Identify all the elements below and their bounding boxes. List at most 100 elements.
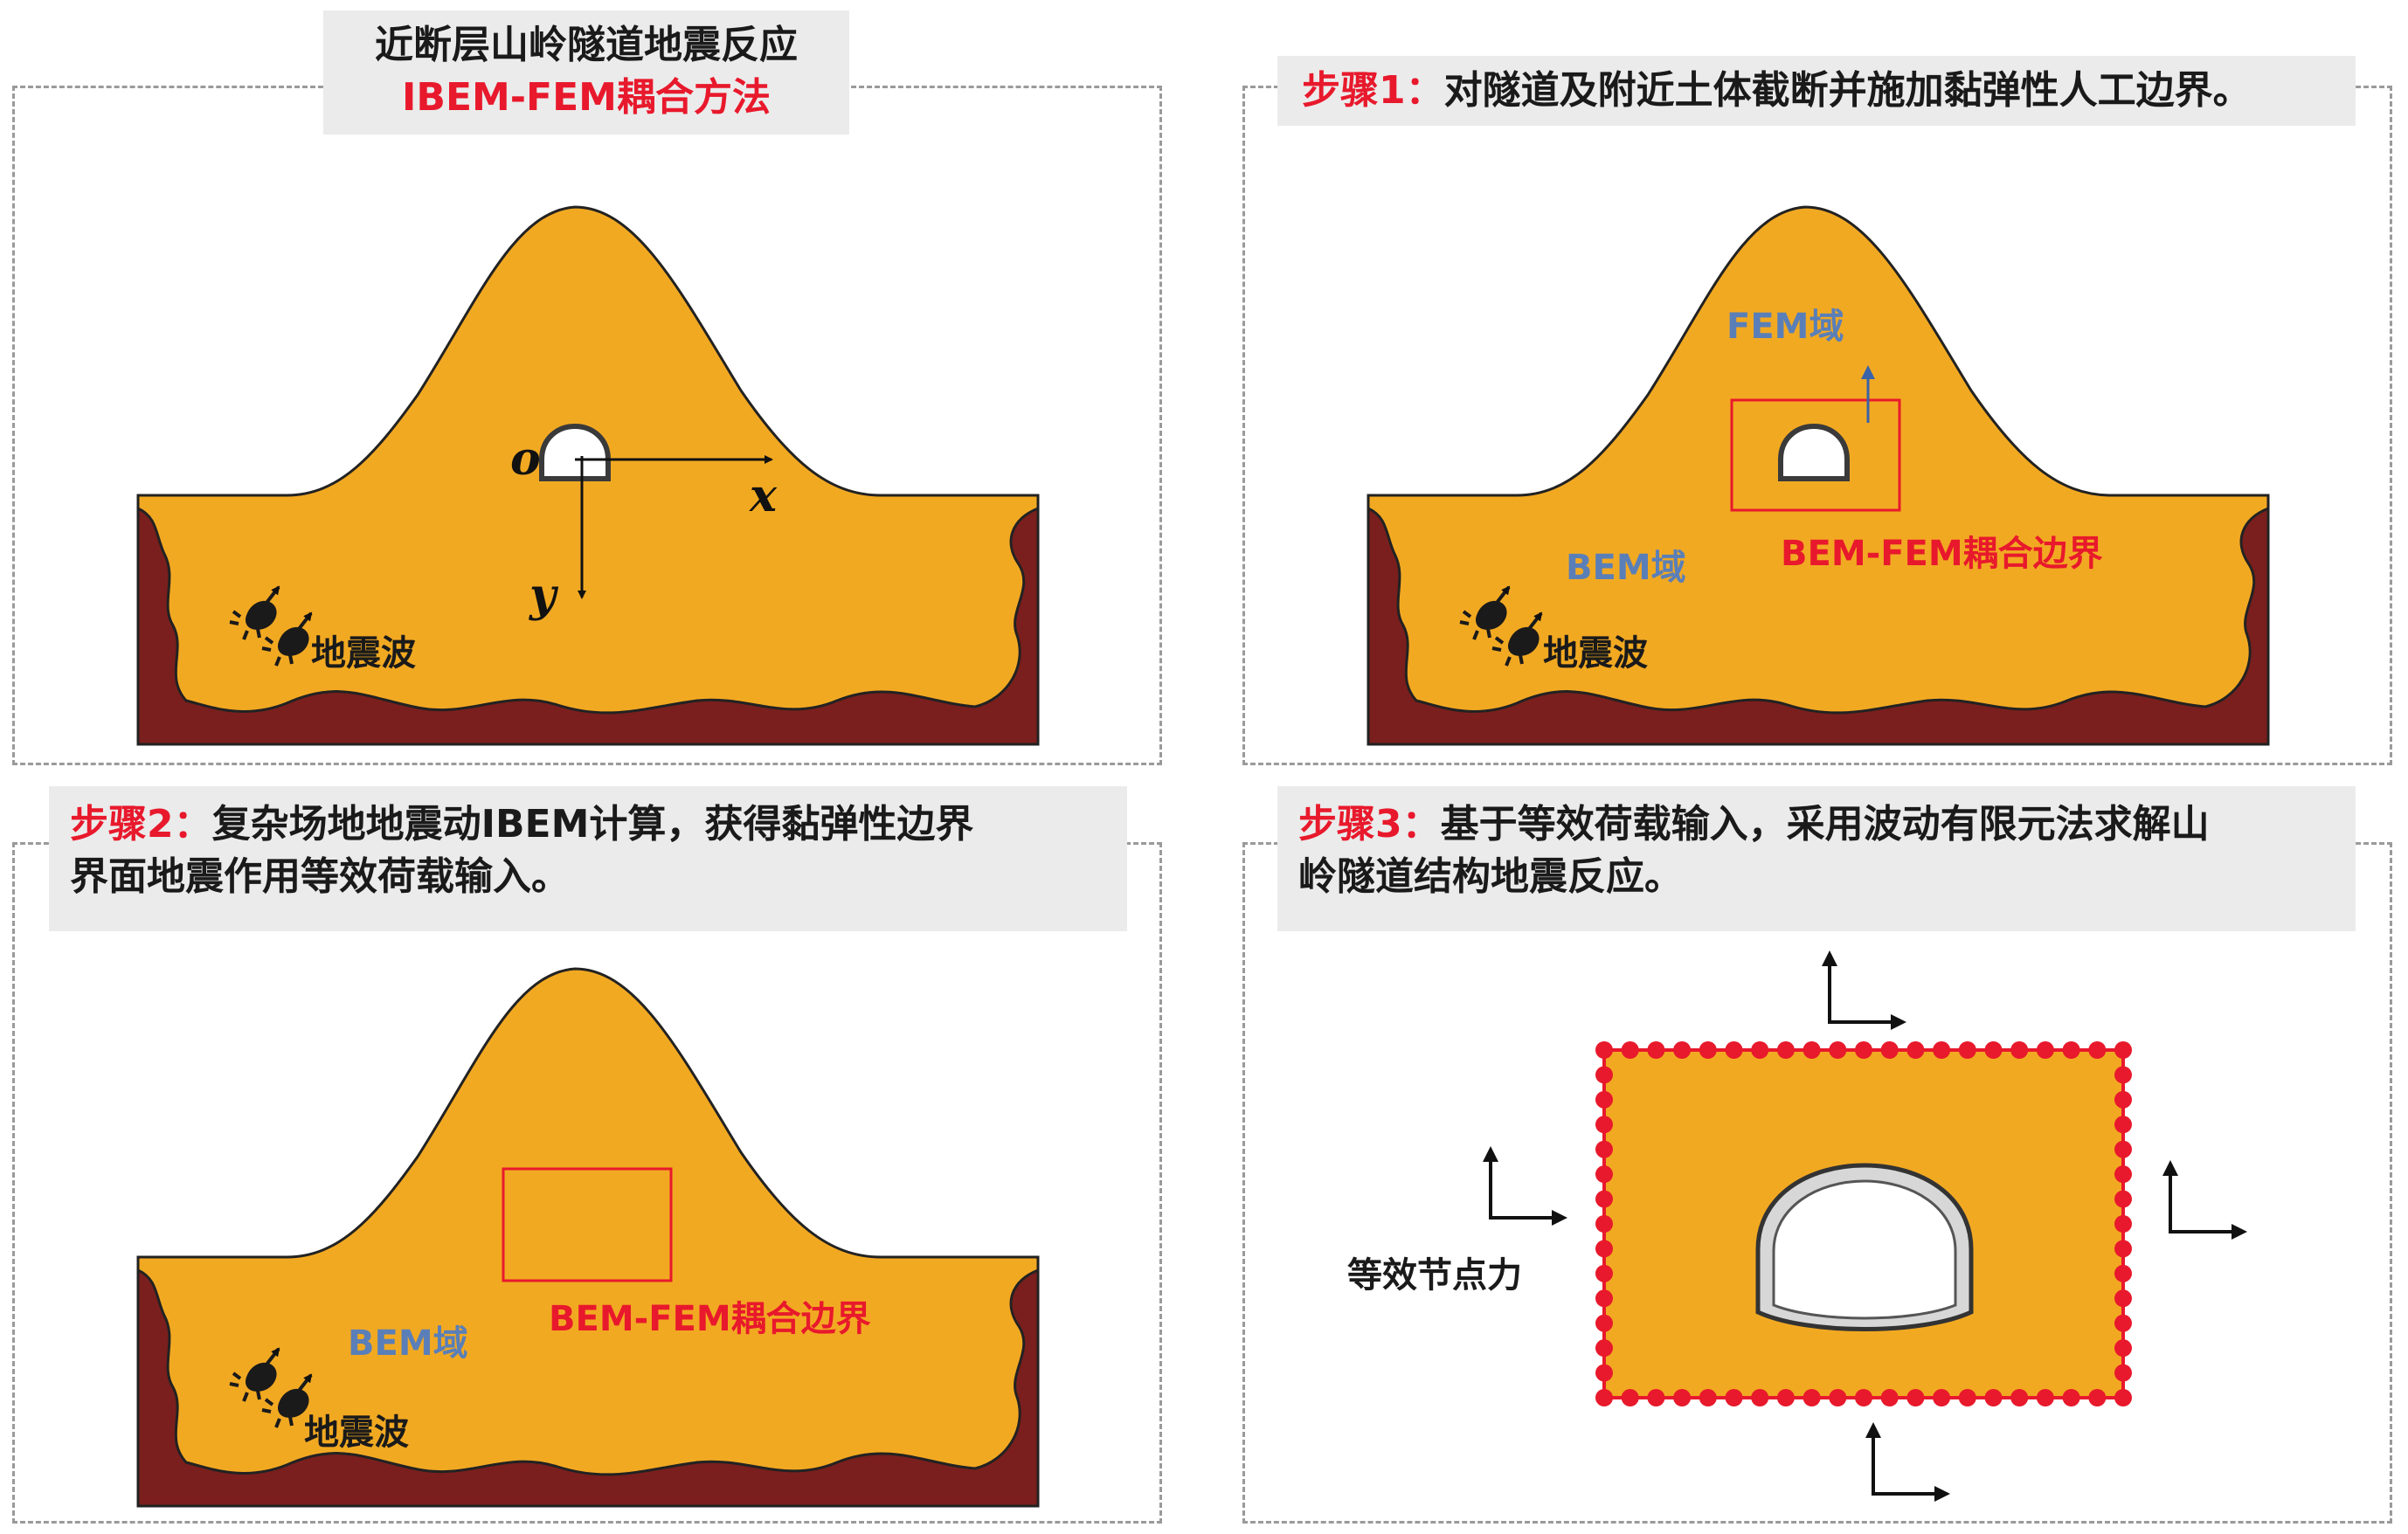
boundary-node [2036,1389,2054,1406]
force-arrow-bottom [1865,1422,1950,1502]
boundary-node [2010,1389,2029,1406]
boundary-node [1958,1041,1976,1059]
boundary-node [1906,1041,1925,1059]
step3-text-line1: 基于等效荷载输入，采用波动有限元法求解山 [1440,802,2210,846]
tunnel-opening [1772,1179,1957,1320]
boundary-node [1933,1389,1951,1406]
nodal-force-label: 等效节点力 [1347,1255,1522,1296]
boundary-node [2088,1389,2107,1406]
step1-text: 对隧道及附近土体截断并施加黏弹性人工边界。 [1443,68,2252,113]
main-title-line1: 近断层山岭隧道地震反应 [375,23,798,67]
boundary-node [1595,1041,1613,1059]
step2-tag: 步骤2： [70,802,212,846]
boundary-node [1880,1041,1899,1059]
boundary-node [1621,1041,1639,1059]
main-title: 近断层山岭隧道地震反应 IBEM-FEM耦合方法 [323,10,849,135]
y-axis-label: y [529,569,557,622]
tunnel-opening [542,426,608,479]
boundary-node [1958,1389,1976,1406]
boundary-node [1933,1041,1951,1059]
boundary-node [1984,1389,2003,1406]
boundary-node [1725,1389,1743,1406]
boundary-node [1855,1389,1872,1406]
boundary-node [1595,1190,1613,1208]
coupling-boundary-box [502,1167,673,1282]
boundary-node [1595,1264,1613,1282]
coupling-boundary-label: BEM-FEM耦合边界 [1781,534,2103,574]
main-title-line2: IBEM-FEM耦合方法 [402,75,771,120]
step2-caption: 步骤2：复杂场地地震动IBEM计算，获得黏弹性边界 界面地震作用等效荷载输入。 [49,786,1127,931]
fem-submodel [1483,950,2247,1502]
boundary-node [1595,1116,1613,1134]
boundary-node [2114,1339,2132,1358]
bem-domain-label: BEM域 [348,1323,468,1364]
step3-text-line2: 岭隧道结构地震反应。 [1298,854,1683,899]
force-arrow-left [1483,1146,1567,1226]
boundary-node [1751,1041,1769,1059]
boundary-node [1595,1090,1613,1109]
boundary-node [2114,1240,2132,1258]
boundary-node [1776,1389,1795,1406]
boundary-node [1725,1041,1743,1059]
boundary-node [1595,1240,1613,1258]
boundary-node [1595,1289,1613,1308]
boundary-node [1776,1041,1795,1059]
boundary-node [2114,1364,2132,1382]
boundary-node [2062,1041,2080,1059]
seismic-wave-label: 地震波 [304,1413,409,1453]
boundary-node [2114,1264,2132,1282]
force-arrow-top [1822,950,1906,1030]
coupling-boundary-box [1730,398,1901,512]
boundary-node [1751,1389,1769,1406]
boundary-node [2114,1215,2132,1233]
boundary-node [2114,1314,2132,1332]
step2-text-line1: 复杂场地地震动IBEM计算，获得黏弹性边界 [211,802,974,846]
fem-domain-label: FEM域 [1726,307,1844,347]
bem-domain-label: BEM域 [1566,548,1686,588]
boundary-nodes [1595,1041,2132,1406]
step1-model [1367,205,2270,746]
boundary-node [1595,1165,1613,1184]
boundary-node [1673,1041,1692,1059]
boundary-node [1595,1339,1613,1358]
boundary-node [1673,1389,1692,1406]
coupling-boundary-label: BEM-FEM耦合边界 [549,1299,871,1339]
boundary-node [1595,1066,1613,1084]
boundary-node [2062,1389,2080,1406]
boundary-node [2114,1289,2132,1308]
tunnel-opening [1781,426,1847,479]
boundary-node [1984,1041,2003,1059]
boundary-node [2114,1090,2132,1109]
boundary-node [2114,1389,2132,1406]
step1-caption: 步骤1：对隧道及附近土体截断并施加黏弹性人工边界。 [1277,56,2356,126]
boundary-node [2114,1066,2132,1084]
step3-caption: 步骤3：基于等效荷载输入，采用波动有限元法求解山 岭隧道结构地震反应。 [1277,786,2356,931]
boundary-node [1621,1389,1639,1406]
boundary-node [2088,1041,2107,1059]
step3-tag: 步骤3： [1298,802,1441,846]
boundary-node [2036,1041,2054,1059]
force-arrow-right [2162,1160,2247,1240]
step1-tag: 步骤1： [1302,68,1444,113]
boundary-node [1699,1389,1717,1406]
boundary-node [1803,1041,1821,1059]
boundary-node [1595,1215,1613,1233]
boundary-node [1595,1364,1613,1382]
origin-label: o [510,432,541,486]
boundary-node [1699,1041,1717,1059]
boundary-node [2114,1116,2132,1134]
step2-text-line2: 界面地震作用等效荷载输入。 [70,854,570,899]
boundary-node [2114,1165,2132,1184]
boundary-node [1829,1041,1847,1059]
boundary-node [2114,1190,2132,1208]
seismic-wave-label: 地震波 [311,633,416,674]
boundary-node [1880,1389,1899,1406]
boundary-node [1595,1389,1613,1406]
x-axis-label: x [750,469,778,522]
boundary-node [1855,1041,1872,1059]
boundary-node [2114,1140,2132,1158]
boundary-node [1829,1389,1847,1406]
seismic-wave-label: 地震波 [1543,633,1648,674]
boundary-node [2114,1041,2132,1059]
